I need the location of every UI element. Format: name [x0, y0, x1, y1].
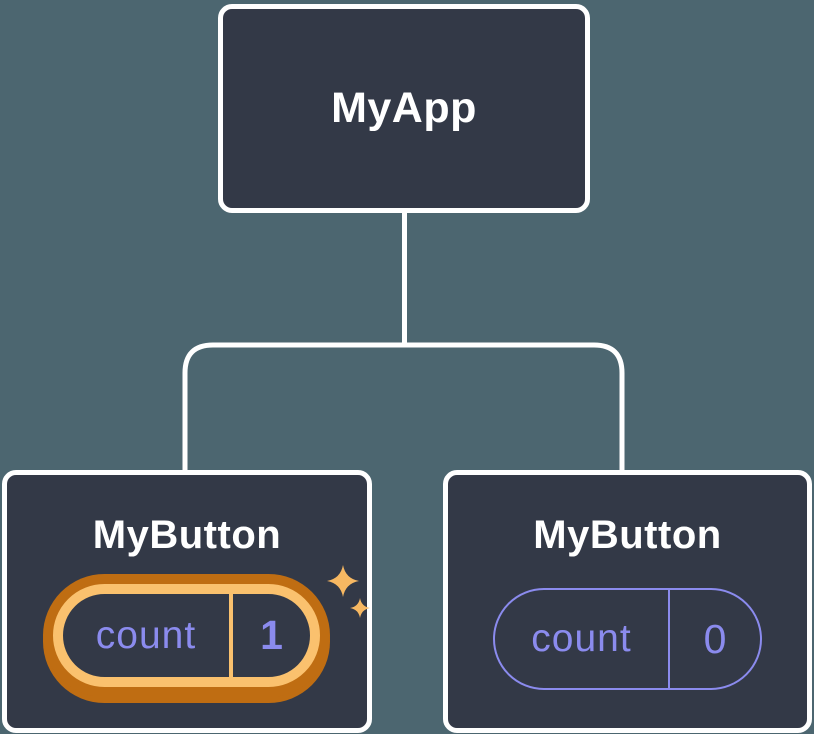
state-label: count [531, 617, 632, 660]
state-value: 1 [260, 612, 283, 658]
state-label-section: count [63, 594, 229, 677]
node-mybutton-left: MyButton count 1 [2, 470, 372, 733]
node-mybutton-left-label: MyButton [92, 513, 282, 557]
state-pill-plain: count 0 [493, 588, 762, 690]
pill-divider [229, 594, 233, 677]
pill-divider [668, 590, 670, 688]
sparkles-icon [327, 565, 370, 618]
state-value-section: 1 [233, 594, 310, 677]
state-value: 0 [703, 615, 727, 662]
state-label-section: count [495, 590, 668, 688]
node-myapp-label: MyApp [331, 84, 477, 132]
state-label: count [95, 613, 197, 657]
node-myapp: MyApp [218, 4, 590, 213]
node-mybutton-right: MyButton count 0 [443, 470, 812, 733]
state-value-section: 0 [670, 590, 760, 688]
node-mybutton-right-label: MyButton [533, 513, 722, 557]
state-pill-highlighted: count 1 [53, 584, 320, 687]
